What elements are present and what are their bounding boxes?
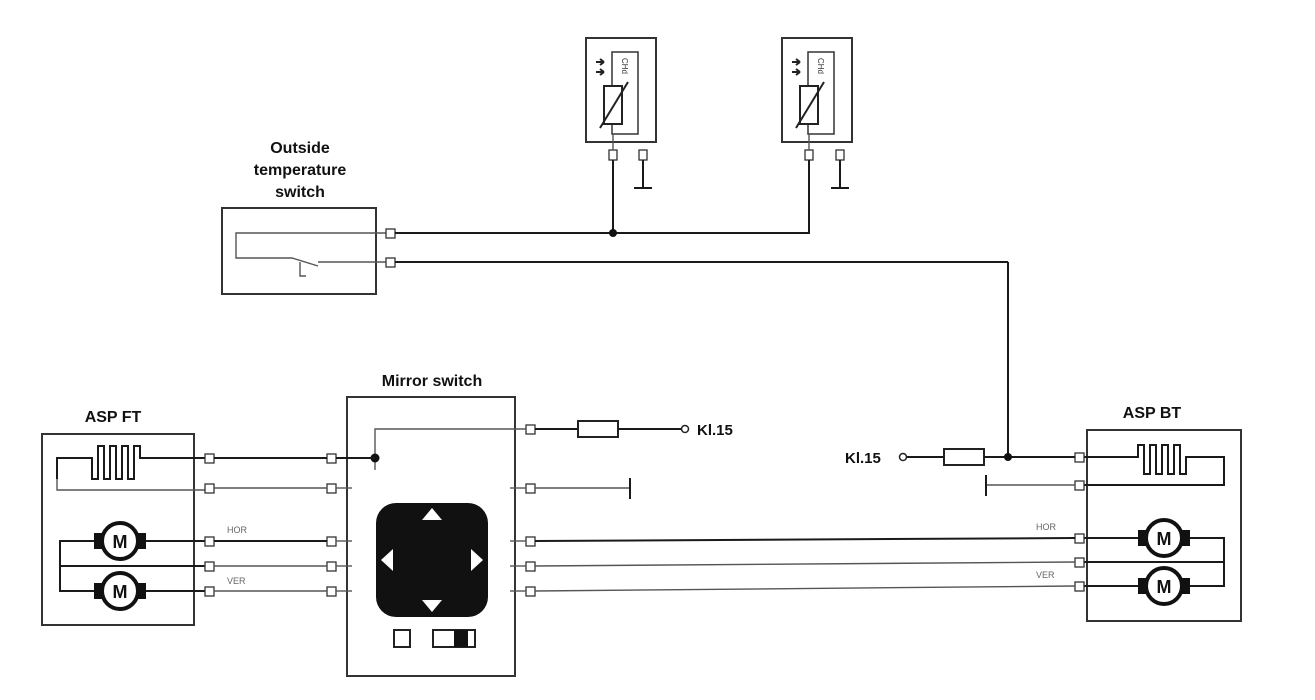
kl15-right-label: Kl.15 [697,422,733,439]
asp-ft-ver-label: VER [227,576,246,586]
left-right-toggle[interactable] [432,629,476,648]
asp-ft-hor-label: HOR [227,525,248,535]
arrow-up-icon [422,508,442,520]
asp-bt: ASP BT M M [1074,405,1242,622]
joystick-pad[interactable] [376,503,488,617]
outside-temp-switch: Outside temperature switch [221,140,396,295]
asp-bt-motor-ver-label: M [1157,577,1172,597]
asp-bt-motor-hor: M [1138,518,1190,558]
sensor-module-right: CHd [781,37,853,234]
junction-dot-top [609,229,617,237]
asp-bt-title: ASP BT [1123,405,1182,422]
kl15-left-label: Kl.15 [845,450,881,467]
fuse-mirror [577,420,619,438]
fuse-asp-bt [943,448,985,466]
outside-temp-title-1: Outside [270,140,330,157]
asp-bt-ver-label: VER [1036,570,1055,580]
mirror-switch-title: Mirror switch [382,373,482,390]
mirror-switch: Mirror switch [326,373,536,677]
asp-bt-hor-label: HOR [1036,522,1057,532]
asp-ft-motor-hor: M [94,521,146,561]
arrow-right-icon [471,549,483,571]
asp-ft: ASP FT M M [41,409,215,626]
asp-bt-motor-ver: M [1138,566,1190,606]
asp-ft-motor-hor-label: M [113,532,128,552]
outside-temp-title-2: temperature [254,162,347,179]
sensor-tag-left: CHd [620,58,629,74]
outside-temp-title-3: switch [275,184,325,201]
terminal-right-kl15 [680,424,690,434]
asp-ft-motor-ver: M [94,571,146,611]
asp-ft-motor-ver-label: M [113,582,128,602]
sensor-module-left: CHd [585,37,657,234]
sensor-tag-right: CHd [816,58,825,74]
asp-bt-motor-hor-label: M [1157,529,1172,549]
select-button[interactable] [393,629,411,648]
terminal-left-kl15 [898,452,908,462]
arrow-left-icon [381,549,393,571]
asp-ft-title: ASP FT [85,409,142,426]
arrow-down-icon [422,600,442,612]
junction-dot-asp-bt [1004,453,1012,461]
